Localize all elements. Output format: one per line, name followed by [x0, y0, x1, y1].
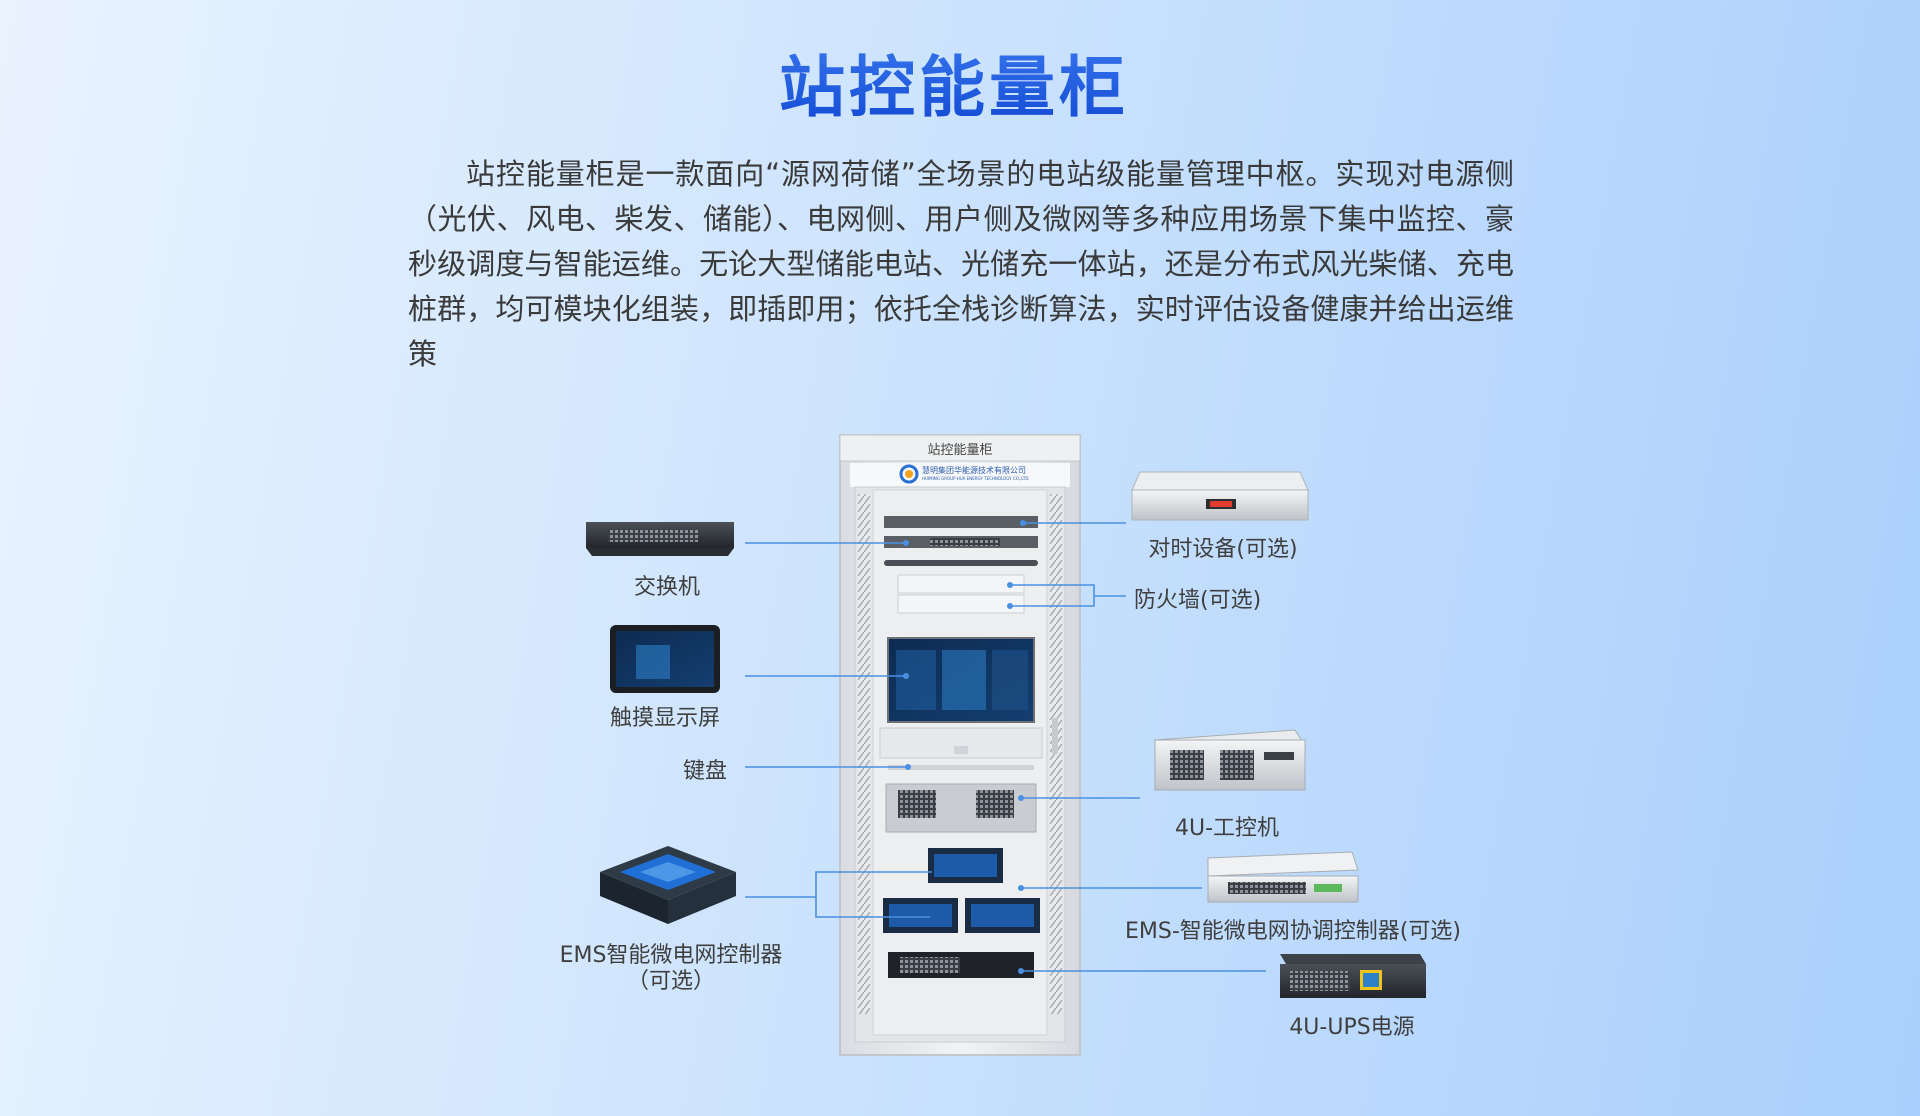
cabinet-company: 慧明集团华能源技术有限公司 — [922, 466, 1026, 475]
leader-dots — [903, 520, 1026, 974]
ems-controller-device — [600, 846, 736, 924]
touchscreen-label: 触摸显示屏 — [609, 706, 720, 731]
touchscreen-device — [610, 625, 720, 693]
ems-controller-optional-label: （可选） — [626, 969, 715, 994]
cabinet-company-en: HUIMING GROUP HUA ENERGY TECHNOLOGY CO.,… — [922, 476, 1030, 481]
firewall-label: 防火墙(可选) — [1134, 588, 1262, 613]
energy-cabinet — [839, 434, 1081, 1056]
keyboard-label: 键盘 — [682, 759, 727, 784]
ups-device — [1280, 954, 1426, 998]
industrial-pc-label: 4U-工控机 — [1174, 816, 1280, 841]
timing-device — [1131, 471, 1309, 521]
switch-device — [586, 522, 734, 556]
cabinet-title: 站控能量柜 — [927, 443, 993, 458]
intro-paragraph: 站控能量柜是一款面向“源网荷储”全场景的电站级能量管理中枢。实现对电源侧（光伏、… — [408, 157, 1514, 371]
page-title: 站控能量柜 — [0, 34, 1908, 130]
ems-coordinator-device — [1207, 851, 1359, 903]
ems-coordinator-label: EMS-智能微电网协调控制器(可选) — [1125, 919, 1461, 944]
timing-device-label: 对时设备(可选) — [1148, 537, 1298, 562]
ups-label: 4U-UPS电源 — [1289, 1015, 1415, 1040]
leader-lines — [745, 522, 1266, 972]
switch-label: 交换机 — [633, 575, 700, 600]
industrial-pc-device — [1154, 729, 1306, 791]
ems-controller-label: EMS智能微电网控制器 — [559, 943, 783, 968]
